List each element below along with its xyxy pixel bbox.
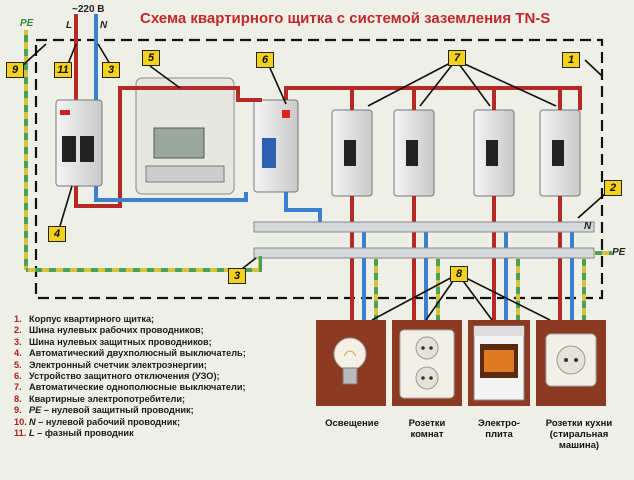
legend-item: 5.Электронный счетчик электроэнергии; — [14, 359, 207, 370]
badge-9: 9 — [6, 62, 24, 78]
pe-bus-label: PE — [612, 247, 626, 258]
legend-item: 2.Шина нулевых рабочих проводников; — [14, 325, 204, 336]
badge-6: 6 — [256, 52, 274, 68]
voltage-label: ~220 В — [72, 4, 105, 15]
pointer-arrows — [21, 43, 606, 321]
l-top-label: L — [66, 20, 73, 31]
enclosure-outline — [34, 38, 604, 300]
rcd-device — [253, 99, 299, 193]
legend: 1.Корпус квартирного щитка; 2.Шина нулев… — [14, 314, 314, 439]
legend-item: 10.N – нулевой рабочий проводник; — [14, 416, 180, 427]
consumer-label-kitchen-sockets: Розетки кухни (стиральная машина) — [545, 418, 613, 451]
legend-item: 1.Корпус квартирного щитка; — [14, 314, 155, 324]
electricity-meter-device — [135, 77, 235, 195]
n-bus-label: N — [584, 221, 592, 232]
two-pole-breaker-device — [55, 99, 103, 187]
pe-top-label: PE — [20, 18, 34, 29]
consumer-label-room-sockets: Розетки комнат — [408, 418, 446, 440]
electric-stove-icon — [473, 325, 525, 401]
neutral-wiring — [94, 186, 574, 322]
pe-wire-to-bus — [26, 256, 262, 272]
phase-wiring — [74, 86, 582, 322]
legend-item: 8.Квартирные электропотребители; — [14, 393, 186, 404]
n-top-label: N — [100, 20, 108, 31]
legend-item: 4.Автоматический двухполюсный выключател… — [14, 348, 246, 359]
single-socket-icon — [545, 333, 597, 387]
badge-1: 1 — [562, 52, 580, 68]
badge-8: 8 — [450, 266, 468, 282]
light-bulb-icon — [333, 337, 367, 385]
legend-item: 9.PE – нулевой защитный проводник; — [14, 405, 194, 416]
badge-3-bottom: 3 — [228, 268, 246, 284]
legend-item: 11.L – фазный проводник — [14, 428, 134, 439]
badge-2: 2 — [604, 180, 622, 196]
badge-11: 11 — [54, 62, 72, 78]
consumer-label-stove: Электро-плита — [478, 418, 520, 440]
badge-3-top: 3 — [102, 62, 120, 78]
neutral-bus-bar — [253, 221, 595, 233]
pe-bus-bar — [253, 247, 595, 259]
badge-5: 5 — [142, 50, 160, 66]
legend-item: 6.Устройство защитного отключения (УЗО); — [14, 371, 220, 382]
legend-item: 7.Автоматические однополюсные выключател… — [14, 382, 246, 393]
diagram-title: Схема квартирного щитка с системой зазем… — [140, 10, 551, 27]
pe-drops — [374, 258, 586, 322]
double-socket-icon — [399, 329, 455, 399]
consumer-label-lighting: Освещение — [325, 418, 379, 429]
badge-7: 7 — [448, 50, 466, 66]
single-pole-breakers — [331, 109, 581, 197]
legend-item: 3.Шина нулевых защитных проводников; — [14, 336, 212, 347]
badge-4: 4 — [48, 226, 66, 242]
